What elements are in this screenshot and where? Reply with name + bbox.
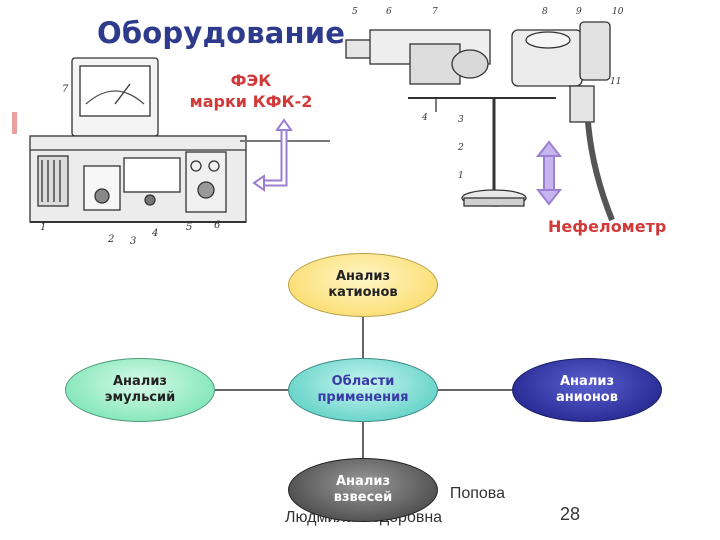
nephelometer-drawing <box>345 21 615 222</box>
node-cations: Анализ катионов <box>288 253 438 317</box>
node-anions: Анализ анионов <box>512 358 662 422</box>
node-emulsions: Анализ эмульсий <box>65 358 215 422</box>
svg-text:1: 1 <box>458 171 464 181</box>
node-suspensions-label: Анализ взвесей <box>333 474 393 505</box>
node-applications: Области применения <box>288 358 438 422</box>
accent-bar <box>12 112 17 134</box>
svg-text:9: 9 <box>576 7 582 17</box>
svg-text:7: 7 <box>432 7 438 17</box>
node-cations-label: Анализ катионов <box>328 269 398 300</box>
svg-text:5: 5 <box>352 7 358 17</box>
svg-text:8: 8 <box>542 7 548 17</box>
svg-text:6: 6 <box>214 220 221 231</box>
node-emulsions-label: Анализ эмульсий <box>104 374 176 405</box>
svg-text:7: 7 <box>62 84 69 95</box>
svg-text:3: 3 <box>130 236 136 247</box>
svg-text:11: 11 <box>610 77 621 87</box>
svg-text:2: 2 <box>457 143 464 153</box>
svg-text:1: 1 <box>40 222 46 233</box>
photometer-drawing <box>29 57 247 223</box>
bent-arrow <box>240 118 330 192</box>
nephelometer-label: Нефелометр <box>548 217 667 236</box>
svg-text:6: 6 <box>386 7 392 17</box>
page-number: 28 <box>560 504 581 524</box>
node-suspensions: Анализ взвесей <box>288 458 438 522</box>
svg-text:2: 2 <box>107 234 114 245</box>
node-applications-label: Области применения <box>317 374 409 405</box>
node-anions-label: Анализ анионов <box>556 374 618 405</box>
nephelometer-callouts: 5 6 7 8 9 10 11 4 3 2 1 <box>352 7 624 181</box>
svg-text:5: 5 <box>186 222 192 233</box>
svg-text:4: 4 <box>421 113 428 123</box>
double-arrow <box>535 140 563 206</box>
diagram-connectors <box>215 317 512 458</box>
svg-text:4: 4 <box>151 228 158 239</box>
slide-title: Оборудование <box>97 16 346 50</box>
author-surname: Попова <box>449 485 505 502</box>
svg-text:3: 3 <box>458 115 464 125</box>
photometer-callouts: 7 1 2 3 4 5 6 <box>40 84 221 247</box>
fek-label: ФЭК марки КФК-2 <box>189 71 313 111</box>
svg-text:10: 10 <box>612 7 624 17</box>
